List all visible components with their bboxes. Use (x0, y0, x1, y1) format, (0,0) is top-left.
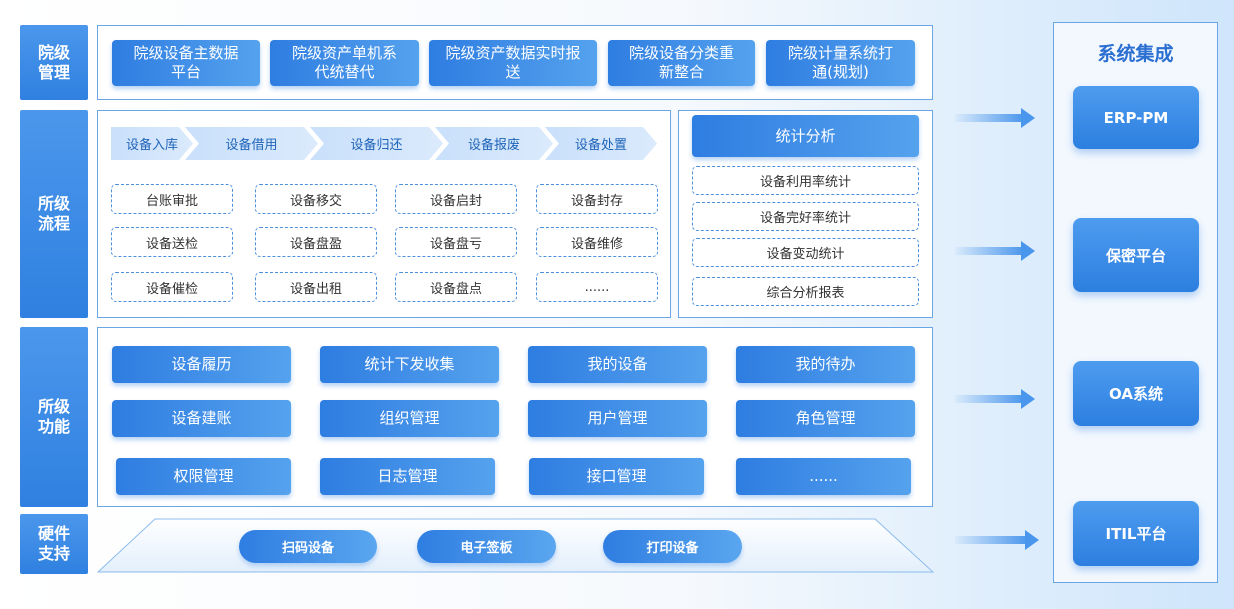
institute-management-panel: 院级设备主数据平台 院级资产单机系代统替代 院级资产数据实时报送 院级设备分类重… (97, 25, 933, 100)
function-button[interactable]: ...... (736, 458, 911, 495)
arrow-right-icon (955, 530, 1039, 550)
hardware-button[interactable]: 电子签板 (417, 530, 556, 563)
process-step[interactable]: 设备借用 (185, 127, 318, 160)
function-button[interactable]: 组织管理 (320, 400, 499, 437)
top-button-line: 通(规划) (812, 63, 869, 81)
top-button-line: 院级计量系统打 (787, 44, 893, 62)
process-step[interactable]: 设备入库 (111, 127, 193, 160)
top-button-master-data[interactable]: 院级设备主数据平台 (112, 40, 260, 86)
stats-item[interactable]: 设备完好率统计 (692, 202, 919, 231)
top-button-line: 院级资产数据实时报 (445, 44, 581, 62)
side-label-institute-management: 院级 管理 (20, 25, 88, 100)
function-button[interactable]: 我的待办 (736, 346, 915, 383)
function-button[interactable]: 用户管理 (528, 400, 707, 437)
process-step[interactable]: 设备处置 (545, 127, 657, 160)
functions-panel: 设备履历 统计下发收集 我的设备 我的待办 设备建账 组织管理 用户管理 角色管… (97, 327, 933, 507)
side-label-text: 硬件 支持 (37, 524, 70, 563)
stats-item[interactable]: 设备利用率统计 (692, 166, 919, 195)
top-button-classification[interactable]: 院级设备分类重新整合 (608, 40, 755, 86)
process-item[interactable]: 台账审批 (111, 184, 233, 214)
side-label-text: 院级 管理 (37, 42, 70, 82)
process-item[interactable]: ...... (536, 272, 658, 302)
process-item[interactable]: 设备维修 (536, 227, 658, 257)
top-button-realtime-report[interactable]: 院级资产数据实时报送 (429, 40, 597, 86)
arrow-right-icon (955, 389, 1035, 409)
process-item[interactable]: 设备启封 (395, 184, 517, 214)
side-label-text: 所级 功能 (37, 397, 70, 436)
process-item[interactable]: 设备移交 (255, 184, 377, 214)
process-item[interactable]: 设备盘盈 (255, 227, 377, 257)
stats-item[interactable]: 综合分析报表 (692, 277, 919, 306)
arrow-right-icon (955, 108, 1035, 128)
top-button-line: 送 (505, 63, 521, 81)
arrow-right-icon (955, 241, 1035, 261)
stats-panel: 统计分析 设备利用率统计 设备完好率统计 设备变动统计 综合分析报表 (678, 110, 933, 318)
side-label-dept-function: 所级 功能 (20, 327, 88, 507)
process-step[interactable]: 设备报废 (435, 127, 553, 160)
process-item[interactable]: 设备送检 (111, 227, 233, 257)
process-step[interactable]: 设备归还 (310, 127, 443, 160)
top-button-metering[interactable]: 院级计量系统打通(规划) (766, 40, 915, 86)
top-button-line: 代统替代 (314, 63, 375, 81)
side-label-dept-process: 所级 流程 (20, 110, 88, 318)
side-label-text: 所级 流程 (37, 194, 70, 233)
function-button[interactable]: 设备建账 (112, 400, 291, 437)
system-integration-panel: 系统集成 ERP-PM 保密平台 OA系统 ITIL平台 (1053, 22, 1218, 583)
process-item[interactable]: 设备催检 (111, 272, 233, 302)
system-security-platform[interactable]: 保密平台 (1073, 218, 1199, 292)
system-itil-platform[interactable]: ITIL平台 (1073, 501, 1199, 566)
top-button-line: 新整合 (658, 63, 704, 81)
function-button[interactable]: 接口管理 (529, 458, 704, 495)
top-button-line: 平台 (170, 63, 201, 81)
process-item[interactable]: 设备出租 (255, 272, 377, 302)
hardware-button[interactable]: 扫码设备 (239, 530, 377, 563)
stats-item[interactable]: 设备变动统计 (692, 238, 919, 267)
function-button[interactable]: 角色管理 (736, 400, 915, 437)
process-item[interactable]: 设备封存 (536, 184, 658, 214)
process-panel: 设备入库 设备借用 设备归还 设备报废 设备处置 台账审批 设备移交 设备启封 … (97, 110, 671, 318)
top-button-line: 院级资产单机系 (291, 44, 397, 62)
function-button[interactable]: 设备履历 (112, 346, 291, 383)
stats-title-button[interactable]: 统计分析 (692, 115, 919, 157)
integration-title: 系统集成 (1097, 43, 1174, 65)
process-item[interactable]: 设备盘亏 (395, 227, 517, 257)
function-button[interactable]: 日志管理 (320, 458, 495, 495)
side-label-hardware: 硬件 支持 (20, 514, 88, 574)
function-button[interactable]: 权限管理 (116, 458, 291, 495)
function-button[interactable]: 我的设备 (528, 346, 707, 383)
system-oa[interactable]: OA系统 (1073, 361, 1199, 426)
top-button-line: 院级设备分类重 (628, 44, 734, 62)
top-button-line: 院级设备主数据 (133, 44, 239, 62)
hardware-button[interactable]: 打印设备 (603, 530, 742, 563)
top-button-asset-replace[interactable]: 院级资产单机系代统替代 (270, 40, 419, 86)
function-button[interactable]: 统计下发收集 (320, 346, 499, 383)
system-erp-pm[interactable]: ERP-PM (1073, 86, 1199, 149)
process-item[interactable]: 设备盘点 (395, 272, 517, 302)
integration-arrows (955, 108, 1039, 550)
